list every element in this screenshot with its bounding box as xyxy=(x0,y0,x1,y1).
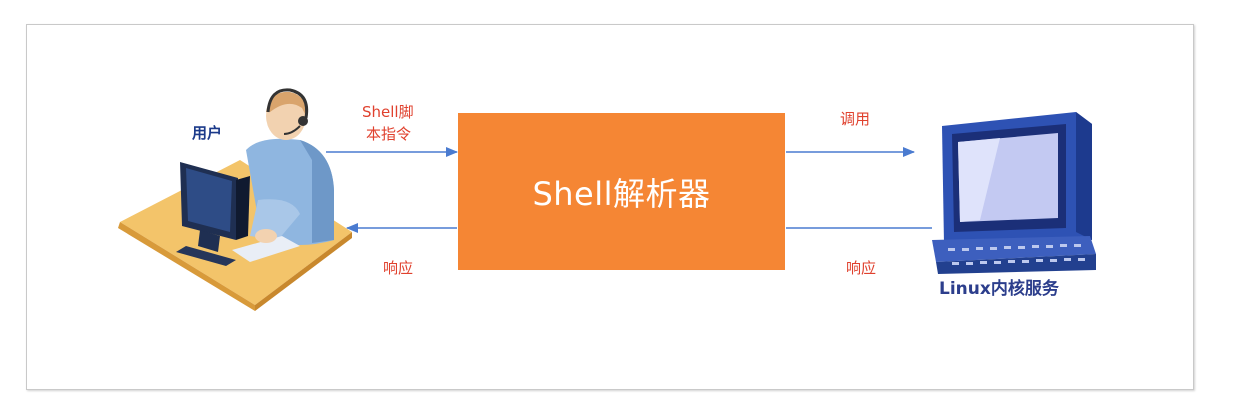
kernel-label: Linux内核服务 xyxy=(939,279,1059,299)
edge-label-response-left: 响应 xyxy=(383,259,414,277)
shell-parser-label: Shell解析器 xyxy=(532,174,711,213)
edge-label-response-right: 响应 xyxy=(846,259,877,277)
shell-parser-box: Shell解析器 xyxy=(458,113,785,270)
edge-label-shell-script-line1: Shell脚 xyxy=(362,103,414,121)
edge-label-shell-script-line2: 本指令 xyxy=(366,125,412,143)
user-label: 用户 xyxy=(192,124,223,142)
edge-label-call: 调用 xyxy=(840,110,871,128)
